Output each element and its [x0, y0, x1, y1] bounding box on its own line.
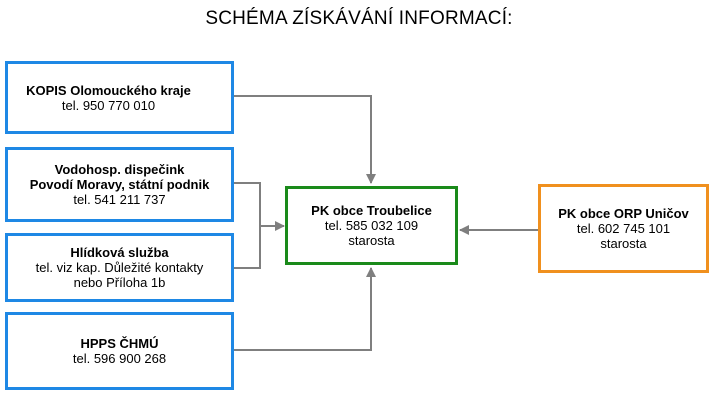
- box-pk-obce: PK obce Troubelice tel. 585 032 109 star…: [285, 186, 458, 265]
- box-vodohosp: Vodohosp. dispečink Povodí Moravy, státn…: [5, 147, 234, 222]
- pk-orp-name: PK obce ORP Uničov: [558, 206, 689, 221]
- hlidkova-line3: nebo Příloha 1b: [73, 275, 166, 290]
- kopis-name: KOPIS Olomouckého kraje: [26, 82, 191, 98]
- pk-orp-phone: tel. 602 745 101: [576, 221, 671, 236]
- kopis-phone: tel. 950 770 010: [61, 97, 156, 113]
- box-kopis: KOPIS Olomouckého kraje tel. 950 770 010: [5, 61, 234, 134]
- hpps-phone: tel. 596 900 268: [72, 351, 167, 366]
- vodohosp-phone: tel. 541 211 737: [73, 192, 166, 207]
- pk-obce-name: PK obce Troubelice: [311, 203, 432, 218]
- hlidkova-name: Hlídková služba: [70, 245, 169, 260]
- diagram-title: SCHÉMA ZÍSKÁVÁNÍ INFORMACÍ:: [205, 8, 513, 29]
- arrow-hpps-to-center: [234, 267, 376, 351]
- pk-obce-role: starosta: [348, 233, 395, 248]
- pk-obce-phone: tel. 585 032 109: [324, 218, 419, 233]
- bracket-vodohosp-hlidkova: [234, 182, 261, 269]
- box-hlidkova: Hlídková služba tel. viz kap. Důležité k…: [5, 233, 234, 302]
- hlidkova-line2: tel. viz kap. Důležité kontakty: [35, 260, 204, 275]
- arrow-kopis-to-center: [234, 95, 376, 184]
- vodohosp-name-line1: Vodohosp. dispečink: [54, 162, 185, 177]
- vodohosp-name-line2: Povodí Moravy, státní podnik: [29, 177, 210, 192]
- pk-orp-role: starosta: [600, 236, 647, 251]
- box-pk-orp: PK obce ORP Uničov tel. 602 745 101 star…: [538, 184, 709, 273]
- box-hpps: HPPS ČHMÚ tel. 596 900 268: [5, 312, 234, 390]
- hpps-name: HPPS ČHMÚ: [80, 336, 159, 351]
